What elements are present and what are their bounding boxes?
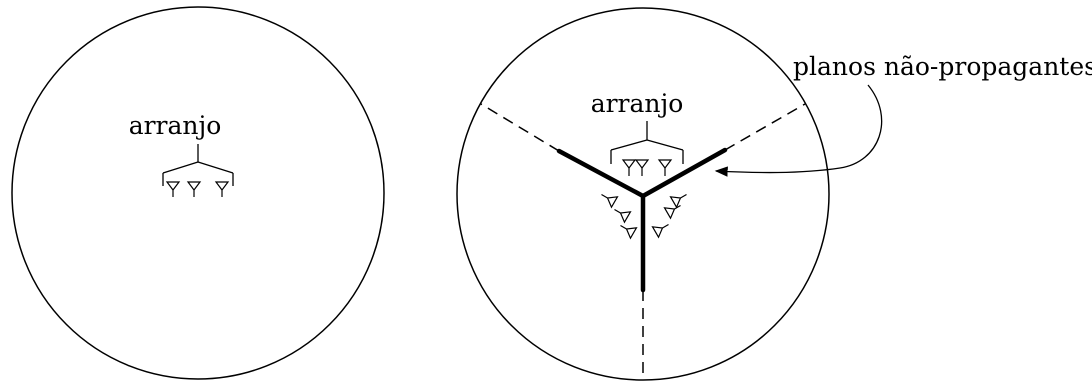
right-antenna-icon [601, 193, 619, 209]
plane-right-solid [640, 147, 728, 199]
right-antenna-icon [634, 159, 650, 176]
plane-left-solid [556, 148, 646, 199]
left-coverage-circle [11, 6, 385, 380]
right-array-bracket [610, 121, 684, 164]
right-antenna-icon [621, 159, 637, 176]
non-propagating-planes [480, 103, 806, 380]
annotation-arrow [714, 84, 883, 177]
annotation-label: planos não-propagantes [793, 52, 1092, 81]
left-array-bracket [162, 144, 234, 186]
left-array-label: arranjo [129, 111, 222, 140]
left-panel: arranjo [11, 6, 385, 380]
plane-left-dashed [480, 103, 560, 152]
right-antenna-icon [669, 193, 687, 209]
left-antenna-icon [165, 181, 181, 197]
right-panel: arranjo [456, 7, 1092, 381]
right-antenna-icon [651, 223, 669, 239]
right-antenna-icon [663, 204, 681, 220]
plane-right-dashed [724, 103, 806, 151]
left-antenna-icon [186, 181, 202, 197]
right-coverage-circle [456, 7, 830, 381]
right-antenna-icon [614, 208, 632, 224]
right-antenna-icon [657, 159, 673, 176]
right-antenna-icon [620, 224, 638, 240]
right-array-label: arranjo [591, 89, 684, 118]
left-antenna-icon [214, 181, 230, 197]
